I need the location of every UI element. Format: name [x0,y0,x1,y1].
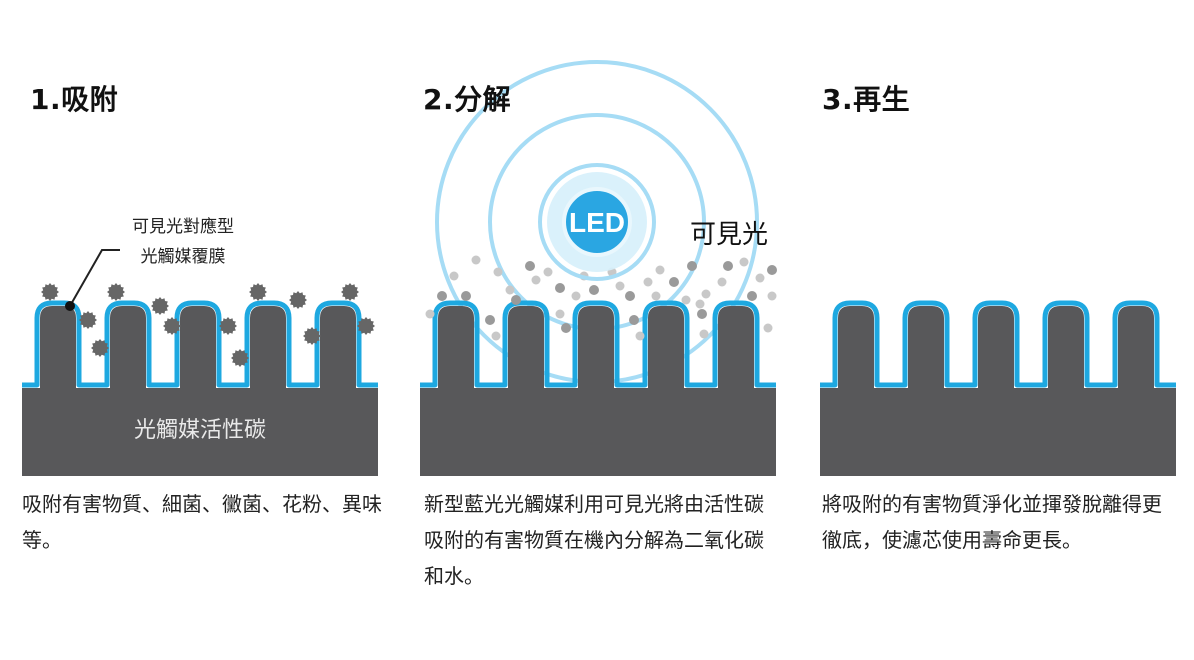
decomposing-particles [425,255,777,341]
decomposing-particle [643,277,653,287]
decomposing-particle [625,291,635,301]
decomposing-particle [669,277,679,287]
decomposing-particle [471,255,481,265]
pollutant-particle [107,283,125,301]
decomposing-particle [589,285,599,295]
decomposing-particle [543,267,553,277]
decomposing-particle [723,261,733,271]
decomposing-particle [437,291,447,301]
callout-dot [65,301,75,311]
decomposing-particle [699,329,709,339]
decomposing-particle [425,309,435,319]
decomposing-particle [531,275,541,285]
decomposing-particle [449,271,459,281]
decomposing-particle [717,277,727,287]
pollutant-particle [79,311,97,329]
step-2-description: 新型藍光光觸媒利用可見光將由活性碳吸附的有害物質在機內分解為二氧化碳和水。 [424,492,764,588]
decomposing-particle [655,265,665,275]
decomposing-particle [485,315,495,325]
pollutant-particle [151,297,169,315]
pollutant-particle [357,317,375,335]
pollutant-particle [231,349,249,367]
callout-line-1: 可見光對應型 [132,217,234,237]
decomposing-particle [555,283,565,293]
panel-regeneration [820,300,1176,476]
panel-decomposition: LED [420,60,777,476]
coating-callout: 可見光對應型 光觸媒覆膜 [132,212,234,272]
step-1-title: 1.吸附 [30,83,119,116]
decomposing-particle [651,291,661,301]
pollutant-particle [289,291,307,309]
decomposing-particle [767,291,777,301]
decomposing-particle [555,309,565,319]
pollutant-particle [341,283,359,301]
decomposing-particle [681,295,691,305]
decomposing-particle [695,299,705,309]
pollutant-particles [41,283,375,367]
carbon-base [420,306,776,476]
decomposing-particle [763,323,773,333]
photocatalyst-coating [820,300,1176,388]
step-3-title: 3.再生 [822,83,911,116]
decomposing-particle [491,331,501,341]
panel-adsorption [22,249,378,476]
step-1-description: 吸附有害物質、細菌、黴菌、花粉、異味等。 [22,492,382,552]
carbon-base [22,306,378,476]
pollutant-particle [163,317,181,335]
callout-line-2: 光觸媒覆膜 [140,247,226,267]
decomposing-particle [747,291,757,301]
decomposing-particle [493,267,503,277]
carbon-base-label: 光觸媒活性碳 [133,418,266,443]
step-3-description: 將吸附的有害物質淨化並揮發脫離得更徹底，使濾芯使用壽命更長。 [822,492,1162,552]
pollutant-particle [249,283,267,301]
pollutant-particle [303,327,321,345]
decomposing-particle [525,261,535,271]
photocatalyst-coating [22,300,378,388]
decomposing-particle [571,291,581,301]
decomposing-particle [461,291,471,301]
pollutant-particle [41,283,59,301]
led-source [562,187,632,257]
decomposing-particle [505,285,515,295]
photocatalyst-coating [420,300,776,388]
decomposing-particle [755,273,765,283]
light-ring-inner [538,163,656,281]
carbon-base [820,306,1176,476]
decomposing-particle [615,281,625,291]
decomposing-particle [701,289,711,299]
pollutant-particle [91,339,109,357]
decomposing-particle [561,323,571,333]
decomposing-particle [635,331,645,341]
pollutant-particle [219,317,237,335]
step-2-title: 2.分解 [423,83,512,116]
decomposing-particle [739,257,749,267]
visible-light-label: 可見光 [690,220,769,250]
decomposing-particle [767,265,777,275]
decomposing-particle [687,261,697,271]
decomposing-particle [697,309,707,319]
decomposing-particle [511,295,521,305]
decomposing-particle [629,315,639,325]
callout-leader-line [69,249,120,307]
led-label: LED [569,207,625,238]
